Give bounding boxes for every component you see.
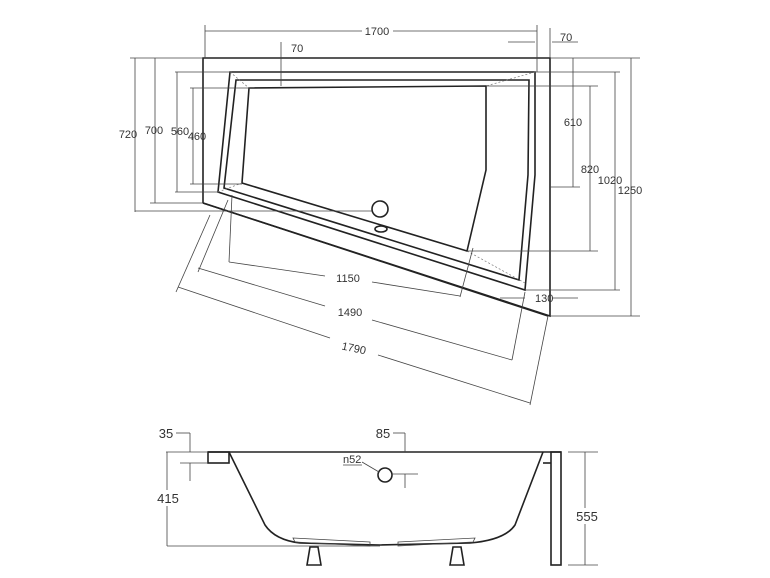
dim-70-top: 70 xyxy=(291,43,303,55)
foot-right xyxy=(449,546,465,566)
dim-35: 35 xyxy=(159,426,173,441)
dim-415: 415 xyxy=(157,491,179,506)
rim-block xyxy=(207,451,230,464)
support-leg xyxy=(550,451,562,566)
dim-820: 820 xyxy=(581,164,599,176)
top-view: 1700 70 70 720 700 560 460 610 820 1020 … xyxy=(119,25,642,406)
dim-610: 610 xyxy=(564,117,582,129)
dim-85: 85 xyxy=(376,426,390,441)
overflow-oval xyxy=(374,225,388,233)
dim-70-right: 70 xyxy=(560,32,572,44)
overflow-circle xyxy=(377,467,393,483)
dim-460: 460 xyxy=(188,131,206,143)
dim-1150: 1150 xyxy=(336,273,360,285)
foot-left xyxy=(306,546,322,566)
dim-1250: 1250 xyxy=(618,185,642,197)
drain-circle xyxy=(371,200,389,218)
bowl-outline xyxy=(241,85,487,253)
dim-130: 130 xyxy=(535,293,553,305)
dim-1490: 1490 xyxy=(338,307,362,319)
dim-1790: 1790 xyxy=(341,341,367,358)
dim-720: 720 xyxy=(119,129,137,141)
dim-560: 560 xyxy=(171,126,189,138)
side-view: n52 85 35 415 555 xyxy=(152,426,602,566)
rim-inner-outline xyxy=(223,79,530,282)
tub-profile xyxy=(228,451,544,546)
dim-n52: n52 xyxy=(343,454,361,466)
dim-1700: 1700 xyxy=(365,26,389,38)
rim-outline xyxy=(217,71,536,292)
dim-1020: 1020 xyxy=(598,175,622,187)
dim-555: 555 xyxy=(576,509,598,524)
dim-700: 700 xyxy=(145,125,163,137)
